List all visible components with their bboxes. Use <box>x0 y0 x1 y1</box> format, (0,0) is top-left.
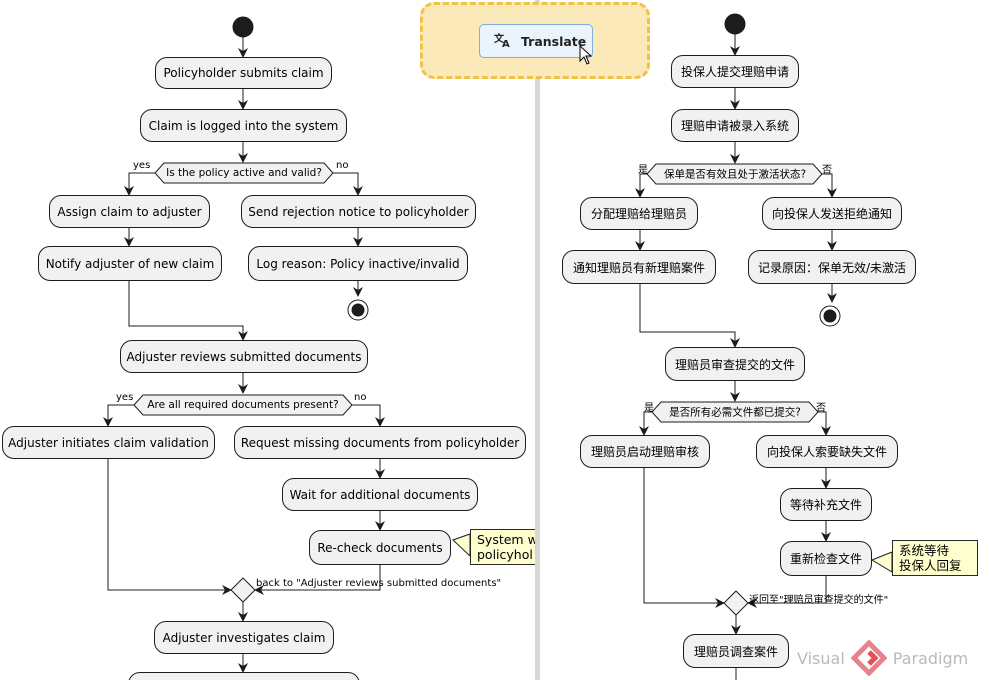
english-diagram-panel: Policyholder submits claim Claim is logg… <box>2 16 535 680</box>
branch-no-label: no <box>336 160 349 171</box>
brand-name-left: Visual <box>797 648 845 668</box>
activity-initiates-validation-zh: 理赔员启动理赔审核 <box>580 435 710 468</box>
translate-icon: 文 A <box>494 32 512 51</box>
activity-log-reason-zh: 记录原因：保单无效/未激活 <box>748 250 916 284</box>
activity-wait-documents: Wait for additional documents <box>282 478 478 511</box>
visual-paradigm-logo-icon <box>850 640 887 676</box>
brand-name-right: Paradigm <box>892 648 969 668</box>
merge-diamond-zh <box>723 590 749 616</box>
activity-notify-adjuster-zh: 通知理赔员有新理赔案件 <box>562 250 716 284</box>
activity-submit-claim: Policyholder submits claim <box>155 57 332 89</box>
activity-next-partial <box>128 672 360 680</box>
activity-send-rejection: Send rejection notice to policyholder <box>241 195 476 228</box>
activity-submit-claim-zh: 投保人提交理赔申请 <box>671 55 799 88</box>
condition-docs-present: Are all required documents present? <box>147 399 339 411</box>
condition-docs-present-zh: 是否所有必需文件都已提交? <box>669 406 801 419</box>
branch-yes-label: yes <box>116 392 134 403</box>
english-diagram-connectors <box>103 16 471 673</box>
branch-no-label-zh: 否 <box>816 403 826 414</box>
brand-watermark: Visual Paradigm <box>797 640 968 676</box>
activity-notify-adjuster: Notify adjuster of new claim <box>38 246 222 281</box>
note-system-waits-zh: 系统等待 投保人回复 <box>892 540 978 576</box>
backlink-label: back to "Adjuster reviews submitted docu… <box>256 578 502 589</box>
branch-yes-label: yes <box>133 160 151 171</box>
activity-investigate-claim: Adjuster investigates claim <box>154 621 334 654</box>
activity-reviews-documents-zh: 理赔员审查提交的文件 <box>665 347 805 381</box>
translate-overlay: 文 A Translate <box>420 2 650 79</box>
activity-claim-logged-zh: 理赔申请被录入系统 <box>671 109 799 142</box>
activity-send-rejection-zh: 向投保人发送拒绝通知 <box>762 197 902 230</box>
branch-no-label-zh: 否 <box>822 165 832 176</box>
translate-label: Translate <box>521 33 587 49</box>
condition-policy-valid-zh: 保单是否有效且处于激活状态? <box>663 168 807 181</box>
activity-request-missing-docs-zh: 向投保人索要缺失文件 <box>756 435 898 468</box>
translate-button[interactable]: 文 A Translate <box>479 24 593 58</box>
chinese-diagram-panel: 投保人提交理赔申请 理赔申请被录入系统 保单是否有效且处于激活状态? 是 否 分… <box>540 0 990 680</box>
activity-assign-adjuster-zh: 分配理赔给理赔员 <box>580 197 698 230</box>
backlink-label-zh: 返回至"理赔员审查提交的文件" <box>749 595 889 606</box>
branch-no-label: no <box>354 392 367 403</box>
activity-request-missing-docs: Request missing documents from policyhol… <box>234 426 526 459</box>
chinese-diagram-connectors <box>635 13 893 680</box>
merge-diamond-en <box>230 577 256 603</box>
branch-yes-label-zh: 是 <box>638 165 648 176</box>
note-system-waits: System w policyhol <box>470 529 535 565</box>
start-node-en <box>232 16 254 38</box>
activity-claim-logged: Claim is logged into the system <box>140 109 347 142</box>
activity-assign-adjuster: Assign claim to adjuster <box>49 195 210 228</box>
activity-reviews-documents: Adjuster reviews submitted documents <box>120 340 368 373</box>
activity-recheck-documents-zh: 重新检查文件 <box>780 541 872 576</box>
activity-initiates-validation: Adjuster initiates claim validation <box>2 426 215 459</box>
activity-wait-documents-zh: 等待补充文件 <box>780 488 872 521</box>
activity-investigate-claim-zh: 理赔员调查案件 <box>683 634 789 668</box>
panel-divider[interactable] <box>535 0 540 680</box>
svg-text:文: 文 <box>494 32 505 45</box>
activity-log-reason: Log reason: Policy inactive/invalid <box>248 246 468 281</box>
activity-recheck-documents: Re-check documents <box>309 530 451 565</box>
svg-text:A: A <box>502 39 510 48</box>
mouse-cursor-icon <box>579 45 593 65</box>
start-node-zh <box>724 13 746 35</box>
branch-yes-label-zh: 是 <box>644 403 654 414</box>
condition-policy-valid: Is the policy active and valid? <box>166 167 322 179</box>
